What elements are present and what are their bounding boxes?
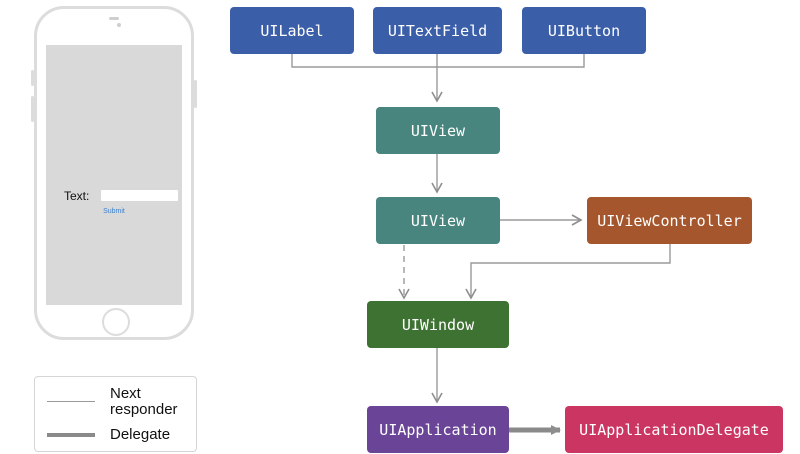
legend: Next responder Delegate <box>34 376 197 452</box>
phone-side-button <box>31 96 34 122</box>
node-uibutton: UIButton <box>522 7 646 54</box>
phone-side-button <box>31 70 34 86</box>
legend-next-responder-label: Next responder <box>110 385 178 418</box>
connector-label-to-view <box>291 53 437 68</box>
node-uiviewcontroller: UIViewController <box>587 197 752 244</box>
legend-delegate-line <box>47 433 95 437</box>
node-uiwindow: UIWindow <box>367 301 509 348</box>
phone-speaker <box>109 17 119 20</box>
text-field[interactable] <box>101 190 178 201</box>
node-uiview-mid: UIView <box>376 197 500 244</box>
text-label: Text: <box>64 189 90 203</box>
node-uiapplicationdelegate: UIApplicationDelegate <box>565 406 783 453</box>
node-uilabel: UILabel <box>230 7 354 54</box>
node-uitextfield: UITextField <box>373 7 502 54</box>
node-uiview-top: UIView <box>376 107 500 154</box>
submit-button[interactable]: Submit <box>103 208 125 215</box>
phone-side-button <box>194 80 197 108</box>
connector-button-to-view <box>437 53 585 68</box>
legend-next-responder-line <box>47 401 95 402</box>
home-button[interactable] <box>102 308 130 336</box>
phone-screen: Text: Submit <box>46 45 182 305</box>
legend-delegate-label: Delegate <box>110 426 171 443</box>
phone-mockup: Text: Submit <box>34 6 194 340</box>
node-uiapplication: UIApplication <box>367 406 509 453</box>
phone-camera <box>117 23 121 27</box>
connector-controller-to-window <box>465 244 671 300</box>
